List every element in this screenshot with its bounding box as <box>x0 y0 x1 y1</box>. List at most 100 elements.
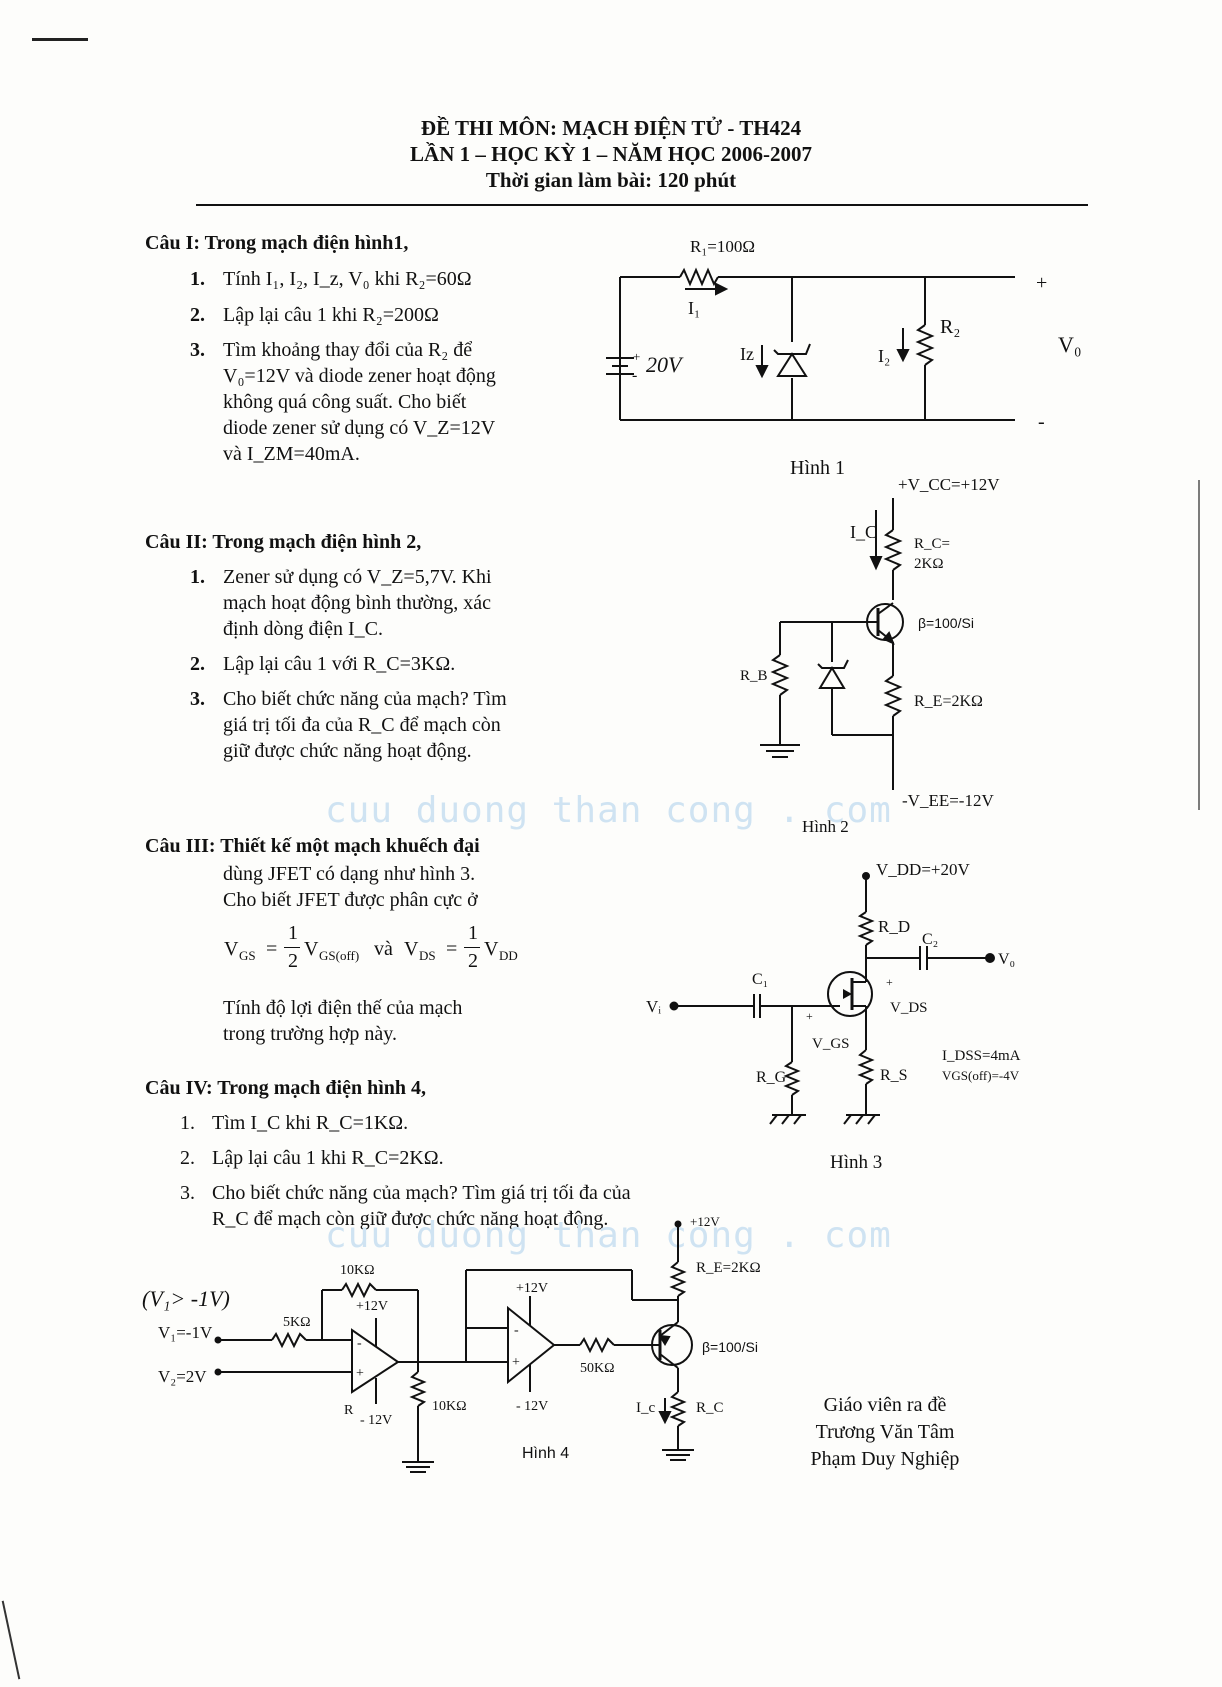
fig3-rg-label: R_G <box>756 1069 787 1086</box>
formula-and: và <box>374 938 393 960</box>
fig3-vgs-label: V_GS <box>812 1036 850 1052</box>
fig4-m12a-label: - 12V <box>360 1413 392 1428</box>
formula-vds: V <box>404 938 419 960</box>
fig1-i2-label: I₂ <box>878 346 890 366</box>
exam-title: ĐỀ THI MÔN: MẠCH ĐIỆN TỬ - TH424 <box>420 116 802 140</box>
q3-formula: V GS = 1 2 V GS(off) và V DS = 1 2 V DD <box>224 920 554 980</box>
formula-num1: 1 <box>288 922 298 944</box>
q4-title: Câu IV: Trong mạch điện hình 4, <box>145 1077 427 1099</box>
fig1-arrows <box>685 282 910 379</box>
formula-eq2: = <box>446 938 458 960</box>
q1-item2-num: 2. <box>190 304 205 326</box>
q2-item3-line1: Cho biết chức năng của mạch? Tìm <box>223 688 507 710</box>
fig3-vi-label: Vᵢ <box>646 997 661 1016</box>
fig3-plus-ds: + <box>886 975 893 989</box>
formula-vgs: V <box>224 938 239 960</box>
q2-item1-line1: Zener sử dụng có V_Z=5,7V. Khi <box>223 566 492 588</box>
fig2-vee-label: -V_EE=-12V <box>902 791 994 810</box>
formula-den1: 2 <box>288 950 298 972</box>
q1-item2: Lập lại câu 1 khi R₂=200Ω <box>223 304 439 326</box>
fig4-r10k-bot-label: 10KΩ <box>432 1399 467 1414</box>
fig4-wires <box>214 1220 694 1473</box>
fig3-plus-gs: + <box>806 1009 813 1023</box>
q2-item1-line3: định dòng điện I_C. <box>223 618 383 640</box>
q4-item1: Tìm I_C khi R_C=1KΩ. <box>212 1112 409 1134</box>
fig2-ic-arrow <box>869 510 895 645</box>
q2-item1-line2: mạch hoạt động bình thường, xác <box>223 592 492 614</box>
fig1-i1-label: I₁ <box>688 298 700 318</box>
q1-item3-line4: diode zener sử dụng có V_Z=12V <box>223 417 496 439</box>
q3-line1: dùng JFET có dạng như hình 3. <box>223 863 476 885</box>
fig4-p12b-label: +12V <box>516 1281 548 1296</box>
fig3-c1-label: C₁ <box>752 971 768 988</box>
formula-vdd-sub: DD <box>499 948 518 963</box>
fig4-opamp2-plus: + <box>512 1355 520 1370</box>
q1-item3-line2: V₀=12V và diode zener hoạt động <box>223 365 496 387</box>
fig4-p12c-label: +12V <box>690 1214 720 1229</box>
fig1-r2-label: R₂ <box>940 316 960 338</box>
fig4-arrows <box>658 1334 672 1425</box>
fig3-caption: Hình 3 <box>830 1152 882 1173</box>
fig1-r1-label: R₁=100Ω <box>690 237 755 256</box>
fig3-idss-label: I_DSS=4mA <box>942 1048 1021 1064</box>
fig1-zener-diode <box>773 343 811 377</box>
fig4-re-label: R_E=2KΩ <box>696 1260 761 1276</box>
fig2-rb-label: R_B <box>740 668 768 684</box>
q4-item3-num: 3. <box>180 1182 195 1204</box>
exam-session: LẦN 1 – HỌC KỲ 1 – NĂM HỌC 2006-2007 <box>410 142 812 166</box>
fig1-vo-label: V₀ <box>1058 332 1082 357</box>
q1-item3-line3: không quá công suất. Cho biết <box>223 391 467 413</box>
fig4-v1-label: V₁=-1V <box>158 1323 213 1342</box>
teacher-label: Giáo viên ra đề <box>823 1394 947 1416</box>
fig4-opamp2-minus: - <box>514 1323 519 1338</box>
q1-item1-num: 1. <box>190 268 205 290</box>
exam-duration: Thời gian làm bài: 120 phút <box>485 168 737 192</box>
formula-vds-sub: DS <box>419 948 436 963</box>
fig1-minus: - <box>1038 411 1045 433</box>
watermark-2: cuu duong than cong . com <box>325 1215 892 1256</box>
formula-frac-bar2 <box>464 947 480 948</box>
fig2-vcc-label: +V_CC=+12V <box>898 475 1000 494</box>
fig4-opamp1-minus: - <box>357 1336 362 1351</box>
fig4-caption: Hình 4 <box>522 1445 569 1462</box>
fig4-r10k-top-label: 10KΩ <box>340 1263 375 1278</box>
q3-line3: Tính độ lợi điện thế của mạch <box>223 997 463 1019</box>
q2-item2: Lập lại câu 1 với R_C=3KΩ. <box>223 653 456 675</box>
q3-title: Câu III: Thiết kế một mạch khuếch đại <box>145 835 480 857</box>
formula-voff-sub: GS(off) <box>319 948 360 963</box>
fig3-wires <box>669 872 995 1125</box>
fig4-beta-label: β=100/Si <box>702 1339 758 1355</box>
fig1-batt-plus: + <box>633 349 640 364</box>
teacher-name-1: Trương Văn Tâm <box>815 1421 955 1443</box>
fig4-condition: (V₁> -1V) <box>142 1286 230 1311</box>
q2-title: Câu II: Trong mạch điện hình 2, <box>145 531 422 553</box>
q2-item3-line2: giá trị tối đa của R_C để mạch còn <box>223 714 501 736</box>
fig3-vo-label: V₀ <box>998 951 1015 968</box>
formula-vdd: V <box>484 938 499 960</box>
fig1-batt-minus: - <box>632 367 637 384</box>
q1-item3-line5: và I_ZM=40mA. <box>223 443 360 465</box>
fig2-rc-label-a: R_C= <box>914 536 950 552</box>
fig1-plus: + <box>1036 272 1047 294</box>
q1-item3-line1: Tìm khoảng thay đổi của R₂ để <box>223 339 473 361</box>
fig2-rc-label-b: 2KΩ <box>914 556 943 572</box>
fig1-iz-label: Iz <box>740 344 754 364</box>
scan-mark <box>32 38 88 41</box>
fig4-r-label: R <box>344 1403 354 1418</box>
fig2-beta-label: β=100/Si <box>918 615 974 631</box>
q2-item3-num: 3. <box>190 688 205 710</box>
fig1-wires <box>619 267 1015 421</box>
q4-item3-line2: R_C để mạch còn giữ được chức năng hoạt … <box>212 1208 609 1230</box>
q2-item1-num: 1. <box>190 566 205 588</box>
fig4-v2-label: V₂=2V <box>158 1367 207 1386</box>
fig4-opamp1-plus: + <box>356 1366 364 1381</box>
fig1-source-label: 20V <box>646 352 684 377</box>
fig1-caption: Hình 1 <box>790 457 845 479</box>
formula-frac-bar1 <box>284 947 300 948</box>
header-divider <box>196 204 1088 206</box>
q2-item3-line3: giữ được chức năng hoạt động. <box>223 740 472 762</box>
fig3-rs-label: R_S <box>880 1067 908 1084</box>
q3-line4: trong trường hợp này. <box>223 1023 398 1045</box>
